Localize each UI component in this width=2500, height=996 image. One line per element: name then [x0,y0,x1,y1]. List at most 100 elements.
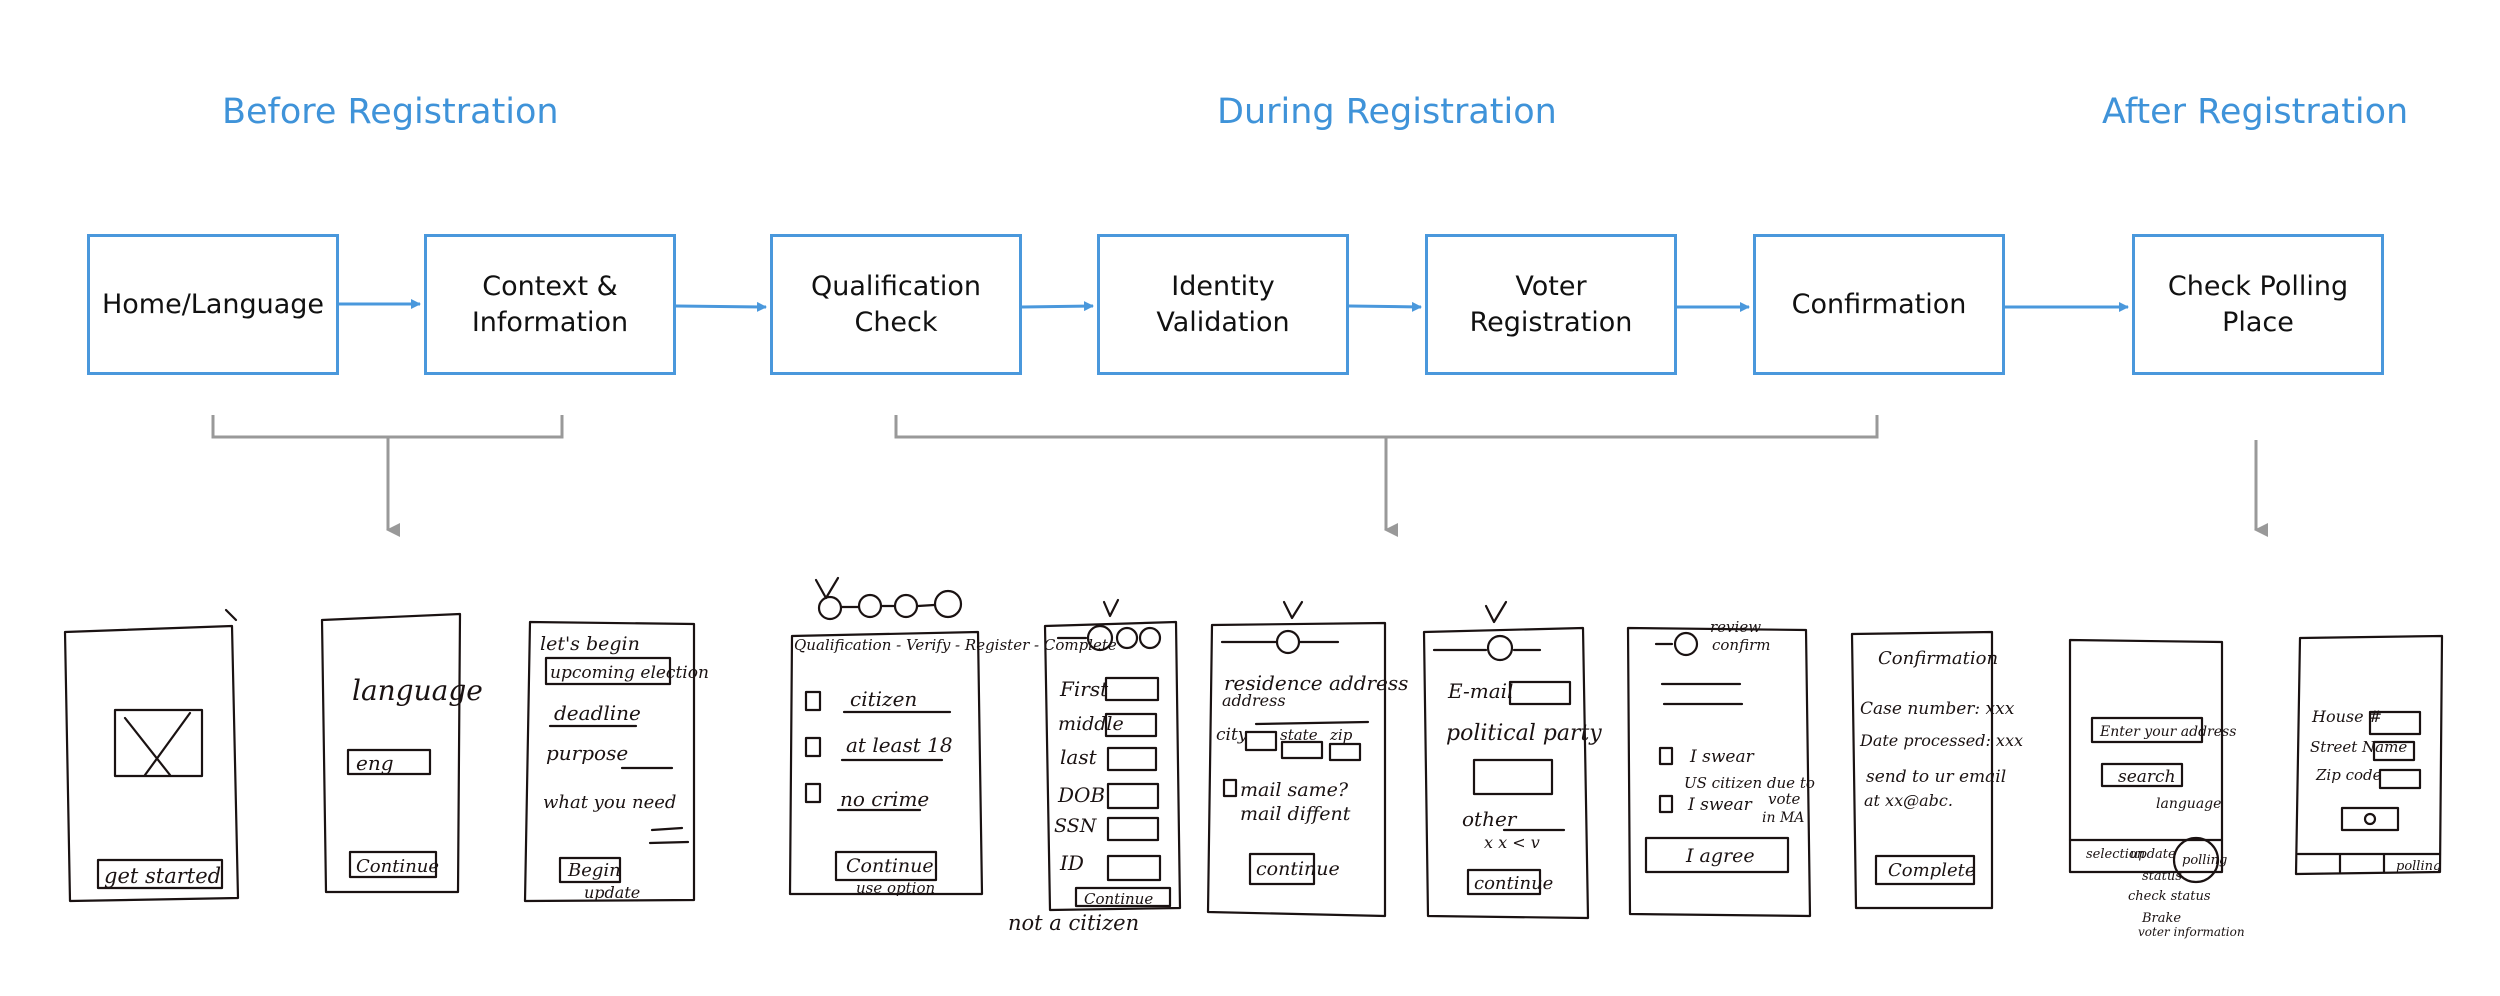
sketch-polling-tab1: selection [2086,847,2145,862]
sketch-identity-field1: First [1059,677,1109,701]
sketch-voter: E-mail political party other x x < v con… [1422,600,1602,920]
sketch-identity: First middle last DOB SSN ID Continue no… [1008,598,1182,935]
sketch-residence-line2: address [1222,691,1286,710]
sketch-context-line2: upcoming election [550,663,709,683]
sketch-review-item1: I swear [1689,747,1755,767]
sketch-context-button: Begin [567,860,621,881]
sketch-voter-field2: political party [1446,721,1602,746]
sketch-qualification-item2: at least 18 [846,733,953,757]
sketch-context-line5: what you need [543,792,676,813]
arrow-context-to-qualification [675,301,767,312]
sketch-polling-note4: voter information [2138,925,2245,939]
step-context-information: Context & Information [424,234,676,375]
sketch-review-heading: review [1710,618,1761,636]
sketch-confirmation-line4: at xx@abc. [1864,791,1953,810]
sketch-identity-field3: last [1060,745,1098,769]
sketch-confirmation-line3: send to ur email [1866,767,2006,787]
step-label: Context & Information [471,270,629,338]
sketch-polling-tab2: update [2130,847,2176,862]
sketch-confirmation-heading: Confirmation [1878,648,1998,669]
phase-before-registration: Before Registration [222,92,559,132]
sketch-review-item4: vote [1768,790,1801,808]
sketch-address: House # Street Name Zip code polling [2294,634,2444,876]
sketch-language-button: Continue [356,856,439,877]
sketch-progress-header: Qualification - Verify - Register - Comp… [794,576,1117,654]
sketch-progress-line: Qualification - Verify - Register - Comp… [794,636,1117,654]
sketch-home-button: get started [104,864,221,888]
sketch-context-note: update [584,883,640,902]
sketch-confirmation-button: Complete [1888,860,1976,881]
sketch-review-subheading: confirm [1712,636,1771,654]
step-confirmation: Confirmation [1753,234,2005,375]
sketch-review-item2: US citizen due to [1684,774,1815,792]
sketch-context: let's begin upcoming election deadline p… [523,620,709,903]
sketch-residence-line4: state [1280,726,1318,744]
sketch-polling: Enter your address search language selec… [2068,638,2245,939]
sketch-polling-tab3: polling [2182,853,2227,868]
sketch-address-field1: House # [2311,707,2382,726]
sketch-context-line3: deadline [554,701,641,725]
step-label: Home/Language [101,288,325,320]
bracket-before [211,415,564,439]
sketch-polling-note3: Brake [2141,911,2181,926]
sketch-identity-field5: SSN [1054,815,1098,837]
sketch-context-line4: purpose [546,741,628,765]
sketch-voter-field4: x x < v [1484,833,1540,852]
sketch-qualification: citizen at least 18 no crime Continue us… [788,630,984,897]
sketch-context-line1: let's begin [540,633,640,655]
step-label: Identity Validation [1156,270,1290,338]
sketch-confirmation-line2: Date processed: xxx [1859,731,2023,750]
sketch-address-tab: polling [2396,859,2441,874]
sketch-polling-link: language [2156,796,2221,812]
sketch-polling-note2: check status [2128,889,2211,904]
sketch-residence-line3: city [1216,725,1248,745]
step-label: Voter Registration [1469,270,1633,338]
sketch-residence: residence address address city state zip… [1206,600,1408,918]
sketch-residence-line7: mail diffent [1240,803,1351,825]
step-qualification-check: Qualification Check [770,234,1022,375]
sketch-identity-button: Continue [1084,890,1153,908]
sketch-residence-button: continue [1256,858,1340,880]
sketch-identity-note: not a citizen [1008,911,1139,935]
sketch-residence-line5: zip [1329,726,1353,744]
sketch-review-item3: I swear [1687,795,1753,815]
sketch-residence-line1: residence address [1224,671,1408,695]
sketch-identity-field2: middle [1058,713,1124,735]
sketch-qualification-item3: no crime [840,787,929,811]
arrow-qualification-to-identity [1021,301,1094,312]
step-label: Check Polling Place [2167,270,2349,338]
sketch-confirmation: Confirmation Case number: xxx Date proce… [1850,630,2023,910]
phase-after-registration: After Registration [2102,92,2409,132]
sketch-qualification-button: Continue [846,855,934,877]
bracket-during [894,415,1879,439]
step-identity-validation: Identity Validation [1097,234,1349,375]
sketch-address-field2: Street Name [2310,738,2407,756]
step-voter-registration: Voter Registration [1425,234,1677,375]
sketch-polling-note1: status [2142,869,2182,884]
sketch-qualification-item1: citizen [850,687,917,711]
sketch-language-choice: eng [356,751,394,775]
sketch-review-item5: in MA [1762,810,1804,826]
sketch-residence-line6: mail same? [1240,779,1349,801]
sketch-voter-button: continue [1474,873,1553,894]
sketch-voter-field3: other [1462,807,1518,831]
sketch-home: get started [63,608,240,903]
sketch-identity-field6: ID [1059,851,1084,875]
sketch-language: language eng Continue [320,612,483,894]
step-check-polling-place: Check Polling Place [2132,234,2384,375]
sketch-qualification-note: use option [856,879,935,897]
arrow-identity-to-voter [1348,301,1422,312]
sketch-voter-field1: E-mail [1447,679,1513,703]
phase-during-registration: During Registration [1217,92,1557,132]
sketch-review-button: I agree [1685,845,1755,867]
step-label: Confirmation [1791,288,1967,320]
step-home-language: Home/Language [87,234,339,375]
sketch-review: review confirm I swear US citizen due to… [1626,618,1815,918]
sketch-polling-field1: Enter your address [2099,724,2236,740]
sketch-language-heading: language [352,674,483,707]
sketch-address-field3: Zip code [2315,766,2382,784]
sketch-polling-button: search [2118,767,2176,787]
sketch-identity-field4: DOB [1057,783,1105,807]
sketch-confirmation-line1: Case number: xxx [1860,699,2015,719]
